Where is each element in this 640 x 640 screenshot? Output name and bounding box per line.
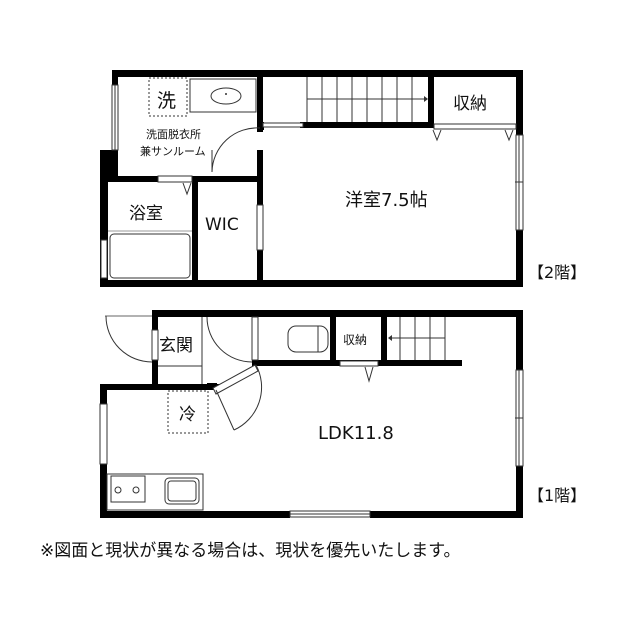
storage-2f-label: 収納: [453, 94, 487, 114]
bath-label: 浴室: [129, 204, 163, 224]
storage-1f-label: 収納: [343, 333, 368, 347]
entrance-label: 玄関: [159, 336, 193, 356]
washer-label: 洗: [157, 90, 177, 112]
floor2-label: 【2階】: [528, 263, 587, 282]
washroom-label-line2: 兼サンルーム: [140, 145, 206, 158]
fridge-label: 冷: [179, 405, 196, 425]
western-room-label: 洋室7.5帖: [345, 190, 428, 211]
floor1-label: 【1階】: [528, 486, 587, 505]
disclaimer-note: ※図面と現状が異なる場合は、現状を優先いたします。: [40, 541, 461, 561]
wic-label: WIC: [205, 215, 239, 235]
washroom-label-line1: 洗面脱衣所: [146, 128, 201, 141]
ldk-label: LDK11.8: [318, 423, 394, 444]
